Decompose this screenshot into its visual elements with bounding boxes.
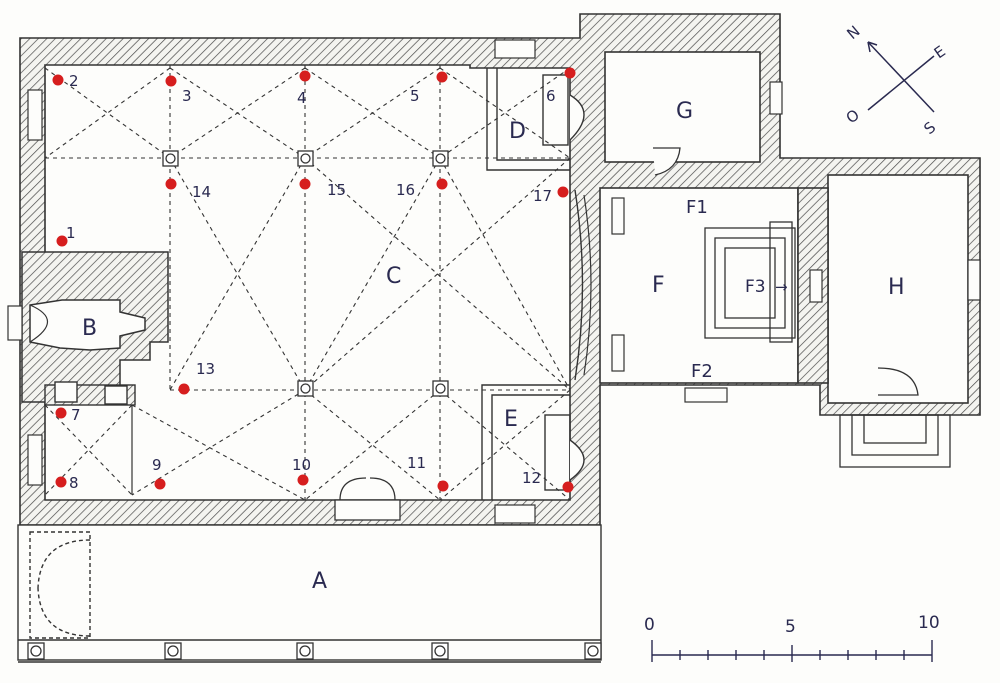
f3-arrow-icon: → xyxy=(775,278,788,296)
point-label-11: 11 xyxy=(407,454,426,472)
scale-label-10: 10 xyxy=(918,613,940,633)
marker-7 xyxy=(55,407,67,419)
column-base xyxy=(297,380,314,397)
marker-8 xyxy=(55,476,67,488)
vault-lines xyxy=(44,65,571,501)
point-label-14: 14 xyxy=(192,183,211,201)
marker-10 xyxy=(297,474,309,486)
compass-west: O xyxy=(843,106,863,128)
marker-1 xyxy=(56,235,68,247)
point-labels: 1 2 3 4 5 6 7 8 9 10 11 12 13 14 15 16 1… xyxy=(66,72,556,492)
point-label-17: 17 xyxy=(533,187,552,205)
column-base xyxy=(432,150,449,167)
room-f-altar xyxy=(704,221,796,343)
marker-14 xyxy=(165,178,177,190)
porch-column xyxy=(584,642,602,660)
point-label-16: 16 xyxy=(396,181,415,199)
compass-north: N xyxy=(843,22,863,43)
room-label-f3: F3 xyxy=(745,277,766,297)
point-label-7: 7 xyxy=(71,406,81,424)
room-labels: A B C D E F F1 F2 F3 → G H xyxy=(82,99,905,594)
compass-rose: N E S O xyxy=(843,22,949,138)
room-label-f: F xyxy=(652,273,665,298)
point-label-13: 13 xyxy=(196,360,215,378)
point-label-3: 3 xyxy=(182,87,192,105)
porch-column xyxy=(296,642,314,660)
porch-column xyxy=(27,642,45,660)
porch-column xyxy=(431,642,449,660)
point-label-2: 2 xyxy=(69,72,79,90)
marker-2 xyxy=(52,74,64,86)
scale-label-5: 5 xyxy=(785,617,796,637)
column-base xyxy=(162,150,179,167)
compass-east: E xyxy=(931,42,949,62)
marker-3 xyxy=(165,75,177,87)
room-label-c: C xyxy=(386,264,401,289)
room-label-g: G xyxy=(676,99,693,124)
scale-label-0: 0 xyxy=(644,615,655,635)
marker-11 xyxy=(437,480,449,492)
point-label-1: 1 xyxy=(66,224,76,242)
column-base xyxy=(297,150,314,167)
marker-13 xyxy=(178,383,190,395)
marker-17 xyxy=(557,186,569,198)
scale-bar: 0 5 10 xyxy=(644,613,940,662)
doors xyxy=(334,147,919,521)
room-d-walls xyxy=(486,68,585,171)
porch-a xyxy=(17,524,602,663)
room-label-f1: F1 xyxy=(686,197,708,218)
measurement-markers xyxy=(52,67,576,493)
room-label-d: D xyxy=(509,119,526,144)
marker-6 xyxy=(564,67,576,79)
marker-12 xyxy=(562,481,574,493)
marker-16 xyxy=(436,178,448,190)
marker-15 xyxy=(299,178,311,190)
marker-4 xyxy=(299,70,311,82)
point-label-6: 6 xyxy=(546,87,556,105)
lower-left-walls xyxy=(44,381,136,495)
marker-5 xyxy=(436,71,448,83)
walls xyxy=(19,13,981,526)
point-label-12: 12 xyxy=(522,469,541,487)
room-label-e: E xyxy=(504,407,518,432)
marker-9 xyxy=(154,478,166,490)
room-label-h: H xyxy=(888,275,905,300)
room-h-steps xyxy=(839,414,951,468)
compass-south: S xyxy=(920,118,939,138)
room-e-walls xyxy=(481,384,585,500)
room-label-a: A xyxy=(312,569,327,594)
point-label-8: 8 xyxy=(69,474,79,492)
point-label-4: 4 xyxy=(297,89,307,107)
point-label-5: 5 xyxy=(410,87,420,105)
point-label-15: 15 xyxy=(327,181,346,199)
room-label-f2: F2 xyxy=(691,361,713,382)
column-base xyxy=(432,380,449,397)
curved-partition xyxy=(574,189,584,381)
wall-niches xyxy=(27,39,981,524)
column-bases xyxy=(27,150,602,660)
porch-column xyxy=(164,642,182,660)
point-label-9: 9 xyxy=(152,456,162,474)
room-label-b: B xyxy=(82,316,97,341)
point-label-10: 10 xyxy=(292,456,311,474)
